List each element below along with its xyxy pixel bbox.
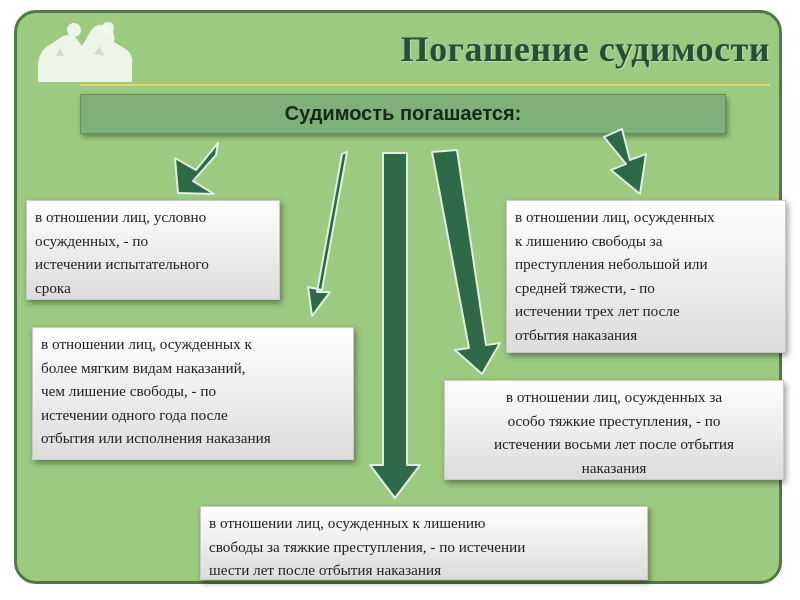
arrow-to-small-medium <box>603 128 647 195</box>
justice-figures-logo-icon <box>38 22 133 82</box>
box-grave-crimes: в отношении лиц, осужденных к лишению св… <box>200 506 648 580</box>
box-especially-grave-crimes: в отношении лиц, осужденных за особо тяж… <box>444 380 784 480</box>
box-conditional: в отношении лиц, условно осужденных, - п… <box>26 200 280 300</box>
arrow-to-especially-grave <box>431 149 501 375</box>
header-banner-text: Судимость погашается: <box>284 102 522 125</box>
arrow-to-grave <box>369 152 421 499</box>
arrow-to-conditional <box>174 142 219 195</box>
arrow-to-milder <box>307 151 348 317</box>
header-banner: Судимость погашается: <box>80 94 726 134</box>
slide-title: Погашение судимости <box>400 29 770 69</box>
box-small-medium-crimes: в отношении лиц, осужденных к лишению св… <box>506 200 786 353</box>
box-milder-punishment: в отношении лиц, осужденных к более мягк… <box>32 327 354 460</box>
title-underline <box>80 84 770 86</box>
